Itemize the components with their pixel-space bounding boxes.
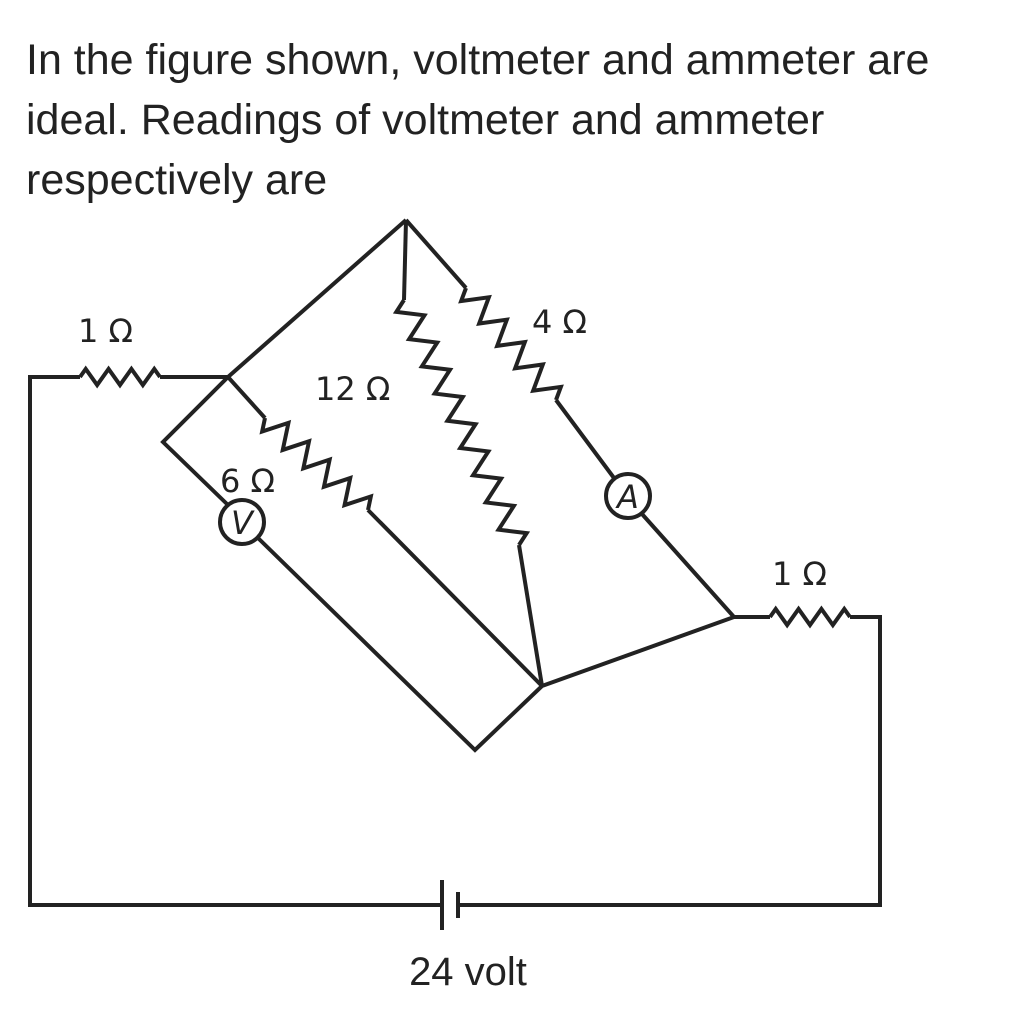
voltmeter-symbol bbox=[218, 498, 266, 546]
wire bbox=[554, 398, 736, 619]
battery-label: 24 volt bbox=[409, 950, 527, 994]
resistor-6-label: 6 Ω bbox=[220, 462, 275, 500]
wire bbox=[402, 219, 408, 301]
wire-voltmeter-branch bbox=[160, 375, 735, 753]
wire bbox=[404, 218, 468, 290]
resistor-right bbox=[768, 605, 852, 629]
circuit-wires bbox=[28, 218, 882, 907]
ammeter-symbol bbox=[604, 472, 652, 520]
resistor-12 bbox=[392, 298, 531, 547]
resistor-4-label: 4 Ω bbox=[532, 303, 587, 341]
resistor-left-label: 1 Ω bbox=[78, 312, 133, 350]
voltmeter-label: V bbox=[231, 504, 255, 542]
resistor-left bbox=[78, 365, 162, 389]
wire-outer bbox=[28, 375, 882, 907]
wire bbox=[517, 544, 544, 687]
ammeter-label: A bbox=[615, 478, 639, 516]
wire bbox=[226, 375, 267, 420]
resistor-12-label: 12 Ω bbox=[315, 370, 390, 408]
question-text: In the figure shown, voltmeter and ammet… bbox=[26, 36, 930, 204]
resistor-4 bbox=[458, 287, 564, 401]
wire bbox=[366, 508, 544, 688]
wire bbox=[226, 218, 408, 379]
resistor-right-label: 1 Ω bbox=[772, 555, 827, 593]
resistor-6 bbox=[259, 417, 374, 511]
